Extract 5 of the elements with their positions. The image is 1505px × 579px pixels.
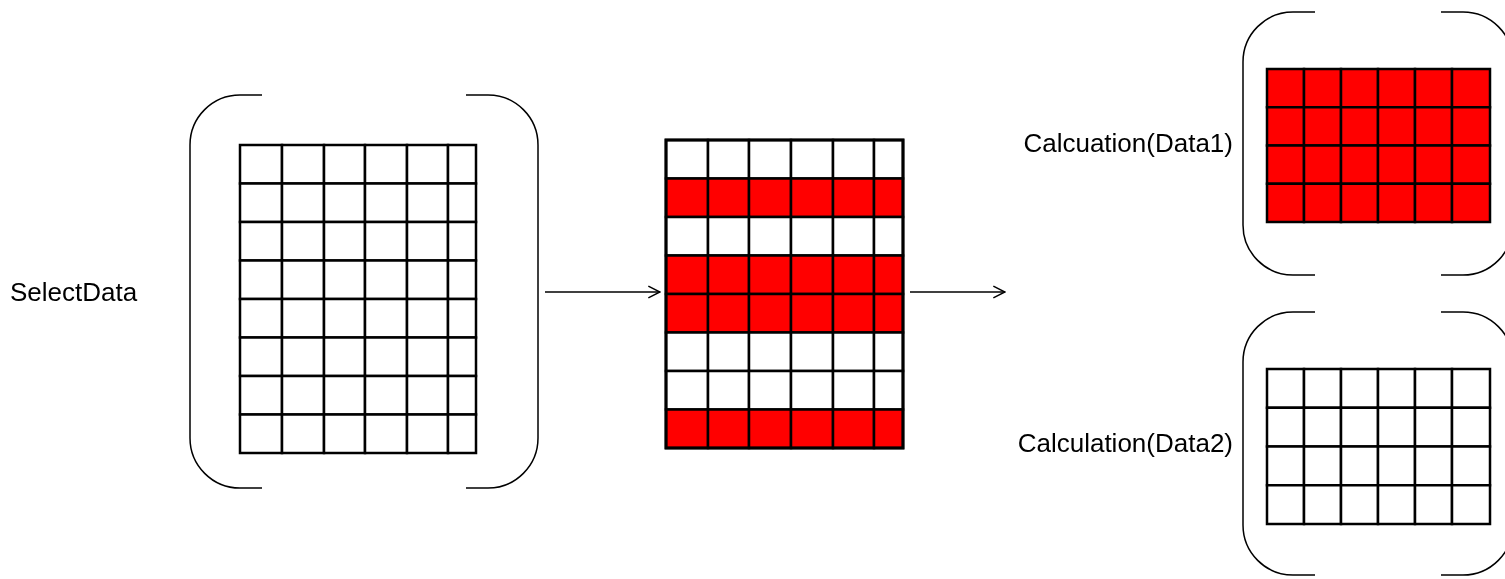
matrix-label: SelectData <box>10 277 138 307</box>
arrow <box>909 285 1006 299</box>
arrow <box>544 285 661 299</box>
matrix-label: Calculation(Data2) <box>1017 428 1233 458</box>
matrix-label: Calcuation(Data1) <box>1023 128 1233 158</box>
